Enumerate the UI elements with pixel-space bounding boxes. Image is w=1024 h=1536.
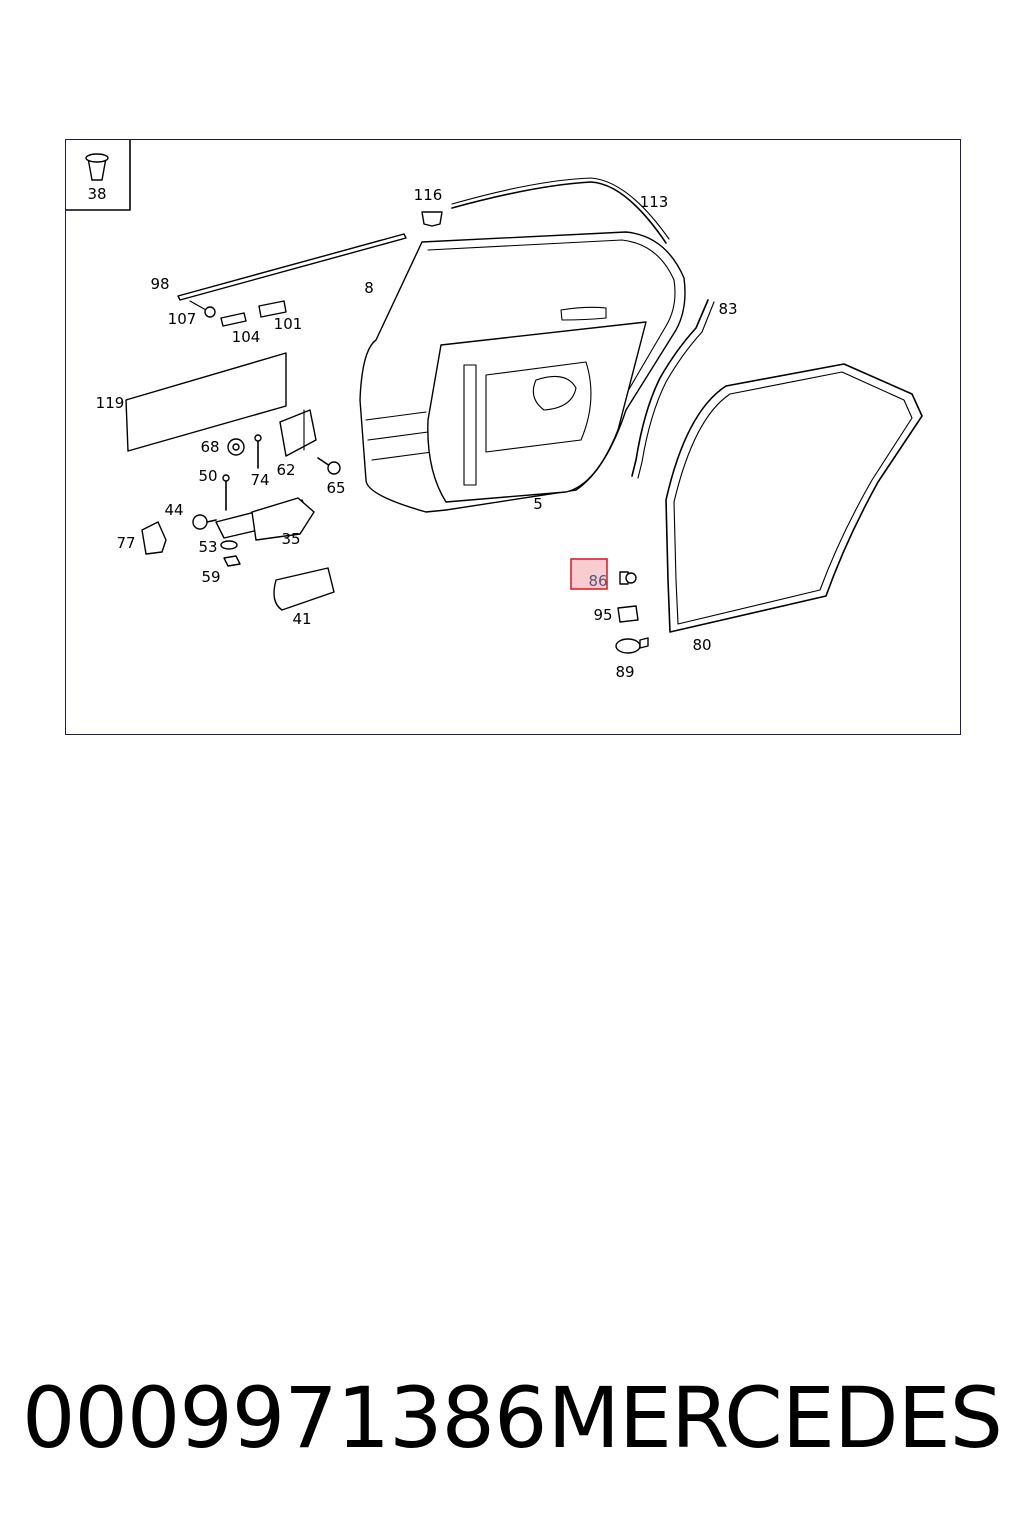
callout-8: 8 xyxy=(364,279,374,297)
callout-101: 101 xyxy=(274,315,303,333)
part-35-door-check[interactable] xyxy=(215,497,315,541)
callout-74: 74 xyxy=(250,471,269,489)
part-104-clip[interactable] xyxy=(220,312,247,327)
part-44-bolt[interactable] xyxy=(192,514,217,530)
part-5-door-inner[interactable] xyxy=(427,306,647,503)
door-parts-diagram: 38 xyxy=(66,140,923,681)
callout-77: 77 xyxy=(116,534,135,552)
part-number: 0009971386 xyxy=(22,1369,547,1467)
part-116-clip[interactable] xyxy=(421,211,443,227)
callout-95: 95 xyxy=(593,606,612,624)
part-86-rivet[interactable] xyxy=(570,558,637,590)
callout-53: 53 xyxy=(198,538,217,556)
callout-68: 68 xyxy=(200,438,219,456)
highlight-86 xyxy=(570,558,608,590)
callout-80: 80 xyxy=(692,636,711,654)
part-119-sheet[interactable] xyxy=(125,352,287,452)
callout-50: 50 xyxy=(198,467,217,485)
brand-name: MERCEDES xyxy=(547,1369,1003,1467)
callout-116: 116 xyxy=(414,186,443,204)
callout-5: 5 xyxy=(533,495,543,513)
footer-caption: 0009971386 MERCEDES xyxy=(0,1368,1024,1468)
callout-89: 89 xyxy=(615,663,634,681)
callout-44: 44 xyxy=(164,501,183,519)
callout-107: 107 xyxy=(168,310,197,328)
part-65-bolt[interactable] xyxy=(317,457,341,475)
part-101-clip[interactable] xyxy=(258,300,287,318)
part-77-bracket[interactable] xyxy=(141,521,167,555)
callout-41: 41 xyxy=(292,610,311,628)
part-68-bolt[interactable] xyxy=(227,438,245,456)
callout-98: 98 xyxy=(150,275,169,293)
callout-83: 83 xyxy=(718,300,737,318)
callout-113: 113 xyxy=(640,193,669,211)
callout-59: 59 xyxy=(201,568,220,586)
part-74-pin[interactable] xyxy=(254,434,262,469)
callout-62: 62 xyxy=(276,461,295,479)
part-41-cover[interactable] xyxy=(273,567,335,611)
callout-104: 104 xyxy=(232,328,261,346)
part-50-pin[interactable] xyxy=(222,474,230,511)
inset-part-38[interactable]: 38 xyxy=(66,140,131,211)
part-80-door-seal[interactable] xyxy=(665,363,923,633)
callout-38: 38 xyxy=(87,185,106,203)
part-83-guide-rail[interactable] xyxy=(631,299,715,479)
callout-119: 119 xyxy=(96,394,125,412)
callout-65: 65 xyxy=(326,479,345,497)
part-89-clip[interactable] xyxy=(615,637,649,654)
part-107-screw[interactable] xyxy=(189,300,216,318)
part-59-clip[interactable] xyxy=(223,555,241,567)
part-98-strip[interactable] xyxy=(177,233,407,301)
callout-35: 35 xyxy=(281,530,300,548)
callout-86: 86 xyxy=(588,572,607,590)
part-53-washer[interactable] xyxy=(220,540,238,550)
part-113-weatherstrip[interactable] xyxy=(451,177,670,244)
part-62-hinge[interactable] xyxy=(279,409,317,457)
part-95-clip[interactable] xyxy=(617,605,639,623)
parts-diagram-frame: 38 xyxy=(65,139,961,735)
